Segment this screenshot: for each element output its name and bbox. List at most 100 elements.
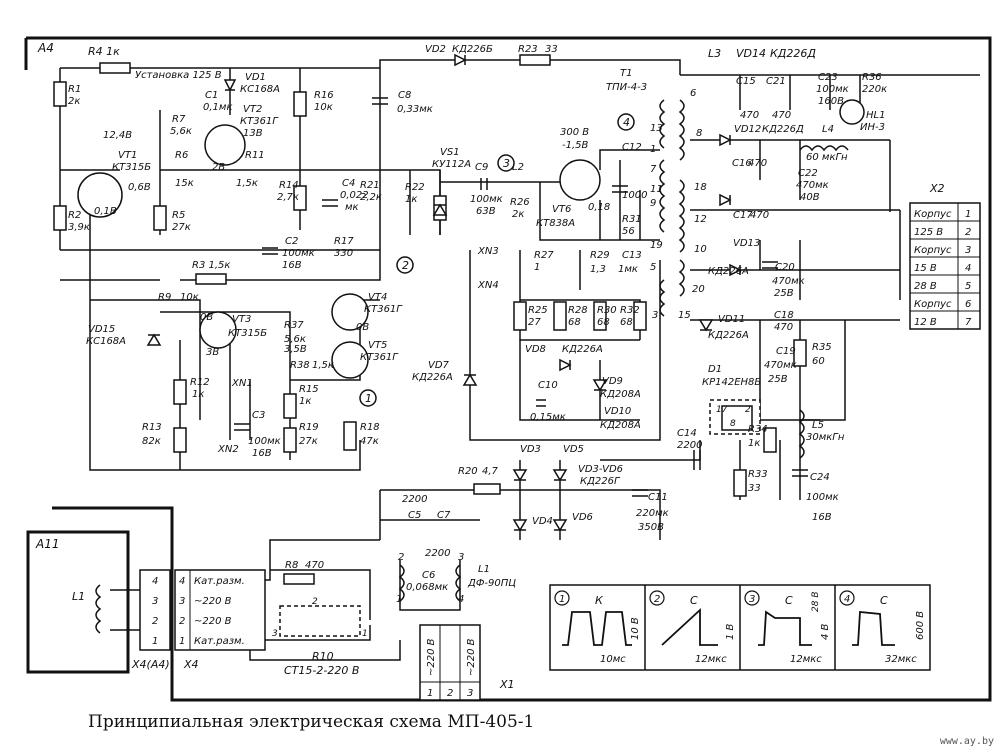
label-vt4: VT4 — [368, 292, 387, 303]
label-r9v: 10к — [180, 292, 199, 303]
label-vd36: VD3-VD6 — [578, 464, 623, 475]
x4-left-pin-number: 4 — [152, 576, 158, 587]
x2-pin-number: 4 — [965, 263, 971, 274]
label-l1p4: 4 — [458, 594, 464, 605]
label-vd10t: КД208А — [600, 420, 641, 431]
label-c2200a: 2200 — [402, 494, 427, 505]
label-c9u: 63В — [476, 206, 496, 217]
label-r3: R3 1,5к — [192, 260, 230, 271]
label-r5v: 27к — [172, 222, 191, 233]
label-l1p1: 1 — [396, 594, 402, 605]
label-c19: C19 — [776, 346, 796, 357]
label-r33: R33 — [748, 469, 768, 480]
label-w15: 15 — [678, 310, 691, 321]
label-r12v: 1к — [192, 389, 204, 400]
label-c9: C9 — [475, 162, 488, 173]
label-vd13t: КД226А — [708, 266, 749, 277]
label-vd11t: КД226А — [708, 330, 749, 341]
label-vs1t: КУ112А — [432, 159, 471, 170]
label-w19: 19 — [650, 240, 663, 251]
x4-pin-label: ~220 В — [194, 596, 232, 607]
label-vd8t: КД226А — [562, 344, 603, 355]
waveform-number-marker — [649, 590, 665, 606]
label-c15: C15 — [736, 76, 756, 87]
label-r35v: 60 — [812, 356, 825, 367]
label-r25v: 27 — [528, 317, 541, 328]
label-vd12: VD12 — [734, 124, 761, 135]
label-vd15: VD15 — [88, 324, 115, 335]
waveform-amplitude: 10 В — [630, 617, 641, 640]
x2-pin-number: 3 — [965, 245, 971, 256]
label-c4u: мк — [345, 202, 359, 213]
label-r17: R17 — [334, 236, 354, 247]
label-p2: 2 — [745, 405, 751, 415]
label-c24u: 16В — [812, 512, 832, 523]
label-r30: R30 — [597, 305, 617, 316]
label-c24v: 100мк — [806, 492, 839, 503]
label-l1: L1 — [478, 564, 490, 575]
label-vt6: VT6 — [552, 204, 571, 215]
label-c7: C7 — [437, 510, 451, 521]
watermark: www.ay.by — [939, 736, 994, 747]
label-c19u: 25В — [768, 374, 788, 385]
x2-pin-number: 7 — [965, 317, 972, 328]
x1-pin-number: 3 — [467, 688, 473, 699]
x4-pin-number: 4 — [179, 576, 185, 587]
label-c17v: 470 — [750, 210, 769, 221]
label-d1t: КР142ЕН8Б — [702, 377, 761, 388]
label-vd8: VD8 — [525, 344, 546, 355]
label-vd13: VD13 — [733, 238, 760, 249]
label-r34v: 1к — [748, 438, 760, 449]
label-vt4t: КТ361Г — [364, 304, 403, 315]
label-r20v: 4,7 — [482, 466, 499, 477]
wiring — [24, 36, 992, 702]
label-r12: R12 — [190, 377, 210, 388]
test-point-label: 1 — [365, 392, 372, 405]
waveform-name: К — [595, 594, 604, 607]
label-r9: R9 — [158, 292, 171, 303]
label-r13: R13 — [142, 422, 162, 433]
label-l4v: 60 мкГн — [806, 152, 848, 163]
label-r15: R15 — [299, 384, 319, 395]
label-r10p1: 1 — [362, 629, 368, 639]
label-r34: R34 — [748, 424, 768, 435]
label-c9v: 100мк — [470, 194, 503, 205]
x4-pin-number: 1 — [179, 636, 185, 647]
label-c1: C1 — [205, 90, 218, 101]
label-c11v: 220мк — [636, 508, 669, 519]
x4-pin-label: Кат.разм. — [194, 576, 245, 587]
label-c21v: 470 — [772, 110, 791, 121]
label-r6: R6 — [175, 150, 188, 161]
label-vt6t: КТ838А — [536, 218, 575, 229]
waveform-amplitude: 1 В — [725, 623, 736, 640]
label-r10t: СТ15-2-220 В — [284, 664, 359, 677]
label-l5: L5 — [812, 420, 824, 431]
label-vd10: VD10 — [604, 406, 631, 417]
label-r4: R4 1к — [88, 45, 120, 58]
label-vd4: VD4 — [532, 516, 553, 527]
x4-pin-label: ~220 В — [194, 616, 232, 627]
label-r27v: 1 — [534, 262, 540, 273]
label-c2v: 100мк — [282, 248, 315, 259]
label-l4: L4 — [822, 124, 834, 135]
label-w8: 8 — [696, 128, 702, 139]
label-r35: R35 — [812, 342, 832, 353]
waveform-amplitude: 600 В — [915, 611, 926, 640]
test-point-marker — [617, 113, 635, 131]
label-w11: 11 — [650, 184, 663, 195]
label-r8: R8 — [285, 560, 298, 571]
label-r21: R21 — [360, 180, 380, 191]
label-r10: R10 — [312, 650, 334, 663]
label-r19v: 27к — [299, 436, 318, 447]
label-vt2: VT2 — [243, 104, 262, 115]
label-xn4: XN4 — [477, 280, 499, 291]
label-c5: C5 — [408, 510, 421, 521]
label-c12: C12 — [622, 142, 642, 153]
label-r1: R1 — [68, 84, 81, 95]
label-c22u: 40В — [800, 192, 820, 203]
label-r5: R5 — [172, 210, 185, 221]
label-r18: R18 — [360, 422, 380, 433]
label-r26v: 2к — [512, 209, 524, 220]
label-vt5: VT5 — [368, 340, 387, 351]
